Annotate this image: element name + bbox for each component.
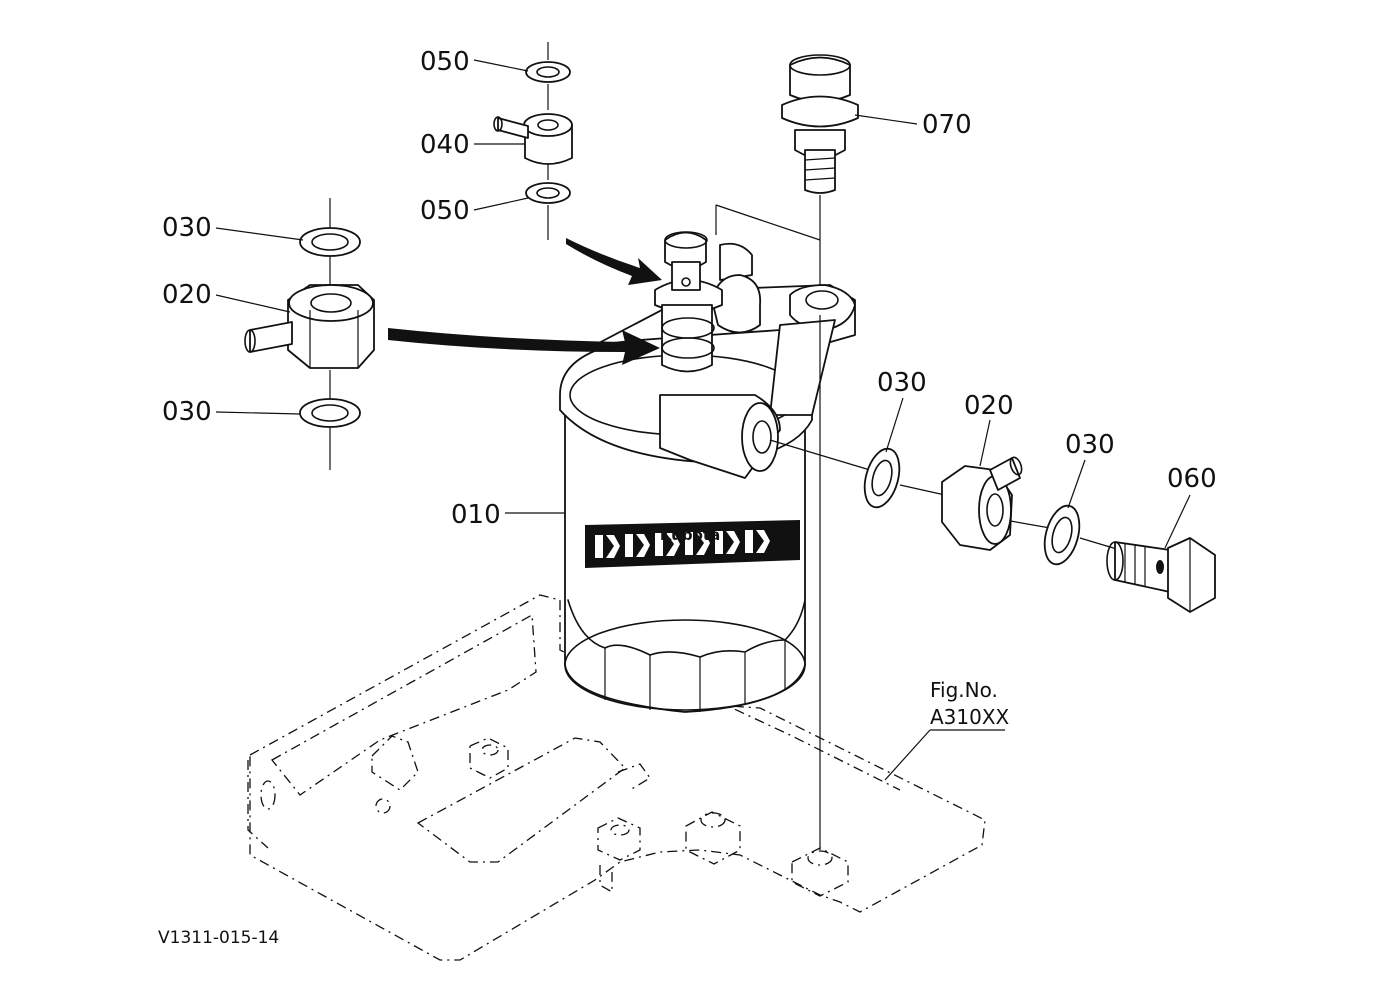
- banjo-bolt-060: [1106, 537, 1216, 613]
- drawing-code: V1311-015-14: [158, 928, 279, 948]
- flow-arrows: [388, 238, 662, 365]
- washer-050-top: [525, 61, 571, 83]
- washer-030-right-a: [863, 447, 901, 509]
- washer-050-mid: [525, 182, 571, 204]
- fig-label: Fig.No.: [930, 678, 998, 702]
- banjo-020-left: [244, 284, 375, 369]
- callout-030-bottom-left: 030: [162, 397, 212, 427]
- banjo-040: [493, 113, 573, 165]
- vent-bolt-bracket-line: [715, 204, 821, 241]
- washer-030-lower-left: [299, 398, 361, 428]
- left-stack-parts: [244, 198, 375, 470]
- callout-050-mid: 050: [420, 196, 470, 226]
- air-vent-bolt-070: [781, 54, 859, 194]
- washer-030-upper-left: [299, 227, 361, 257]
- callout-040: 040: [420, 130, 470, 160]
- callout-070: 070: [922, 110, 972, 140]
- fig-number: A310XX: [930, 705, 1010, 729]
- leader-lines: [215, 59, 1191, 781]
- upper-stack-parts: [493, 42, 573, 240]
- mounting-bracket: [247, 594, 986, 961]
- brand-mark: Kubota: [660, 526, 720, 544]
- callout-labels: 050 040 050 070 030 020 030 010 030 020 …: [158, 47, 1217, 948]
- callout-020-right: 020: [964, 391, 1014, 421]
- callout-030-right-b: 030: [1065, 430, 1115, 460]
- callout-030-top-left: 030: [162, 213, 212, 243]
- callout-050-top: 050: [420, 47, 470, 77]
- banjo-020-right: [941, 456, 1023, 551]
- filter-head: [559, 231, 856, 479]
- right-stack-parts: [769, 439, 1216, 613]
- callout-020-left: 020: [162, 280, 212, 310]
- washer-030-right-b: [1043, 504, 1081, 566]
- callout-030-right-a: 030: [877, 368, 927, 398]
- callout-010: 010: [451, 500, 501, 530]
- callout-060: 060: [1167, 464, 1217, 494]
- filter-cartridge-010: Kubota: [564, 409, 806, 713]
